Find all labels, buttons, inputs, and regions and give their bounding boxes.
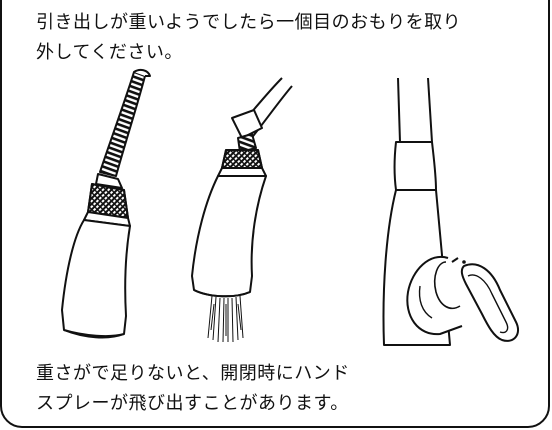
faucet-with-lever-icon [382,77,520,346]
caution-line-2: スプレーが飛び出すことがあります。 [36,393,349,414]
caution-text: 重さがで足りないと、開閉時にハンド スプレーが飛び出すことがあります。 [36,359,350,419]
instruction-line-1: 引き出しが重いようでしたら一個目のおもりを取り [36,12,462,33]
spray-head-spraying-icon [191,77,293,343]
instruction-line-2: 外してください。 [36,42,183,63]
instruction-text: 引き出しが重いようでしたら一個目のおもりを取り 外してください。 [36,8,461,68]
caution-line-1: 重さがで足りないと、開閉時にハンド [36,363,350,384]
spray-head-with-hose-icon [61,68,151,339]
